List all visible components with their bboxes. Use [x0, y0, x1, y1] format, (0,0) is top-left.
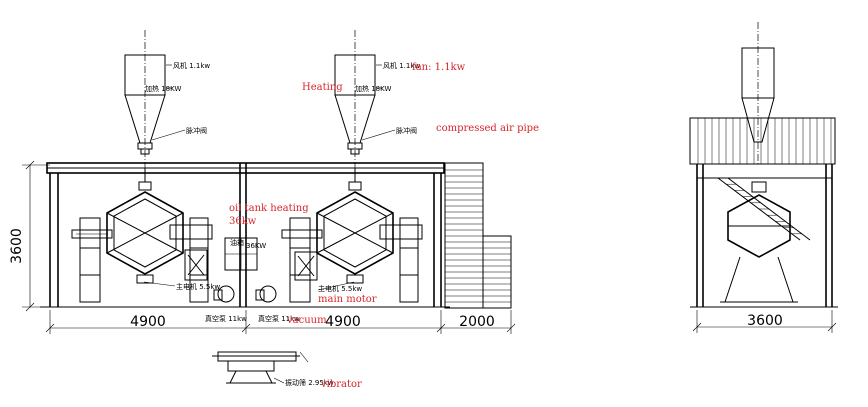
side-view: 3600	[689, 22, 838, 333]
width-dim-3: 2000	[459, 314, 495, 330]
vibrator-power-label: 振动筛 2.95kw	[285, 378, 334, 387]
compressed-air-annotation: compressed air pipe	[436, 123, 539, 134]
fan-label-2: 风机 1.1kw	[383, 61, 420, 70]
main-frame	[40, 162, 450, 308]
power-labels: 风机 1.1kw 加热 18KW 脉冲阀 风机 1.1kw 加热 18KW 脉冲…	[145, 61, 420, 387]
staircase	[444, 162, 512, 309]
valve-label-1: 脉冲阀	[186, 126, 207, 135]
side-width-dim: 3600	[747, 313, 783, 329]
width-dim-2: 4900	[325, 314, 361, 330]
motor-label-2: 主电机 5.5kw	[318, 284, 362, 293]
red-annotations: fan: 1.1kw Heating compressed air pipe o…	[229, 62, 539, 390]
vacuum-annotation: vacuum	[286, 315, 327, 326]
motor-label-1: 主电机 5.5kw	[176, 282, 220, 291]
heating-annotation: Heating	[302, 82, 343, 93]
dryer-unit-2	[255, 30, 423, 303]
tank-kw-label: 36KW	[246, 242, 266, 250]
main-motor-annotation: main motor	[318, 294, 377, 305]
vacuum-label-2: 真空泵 11kw	[258, 314, 300, 323]
bottom-dimensions: 4900 4900 2000	[45, 310, 516, 334]
vibrating-screen	[212, 351, 309, 384]
fan-annotation: fan: 1.1kw	[412, 62, 466, 73]
dryer-unit-1	[71, 30, 258, 303]
height-dim-label: 3600	[9, 228, 25, 264]
oil-tank-annotation: oil tank heating	[229, 203, 309, 214]
heater-label-2: 加热 18KW	[355, 84, 391, 93]
width-dim-1: 4900	[130, 314, 166, 330]
oil-tank-kw-annotation: 36kw	[229, 216, 257, 227]
height-dimension: 3600	[9, 160, 50, 312]
vibrator-annotation: vibrator	[320, 379, 362, 390]
vacuum-label-1: 真空泵 11kw	[205, 314, 247, 323]
valve-label-2: 脉冲阀	[396, 126, 417, 135]
tank-label: 油箱	[230, 238, 244, 247]
fan-label-1: 风机 1.1kw	[173, 61, 210, 70]
heater-label-1: 加热 18KW	[145, 84, 181, 93]
